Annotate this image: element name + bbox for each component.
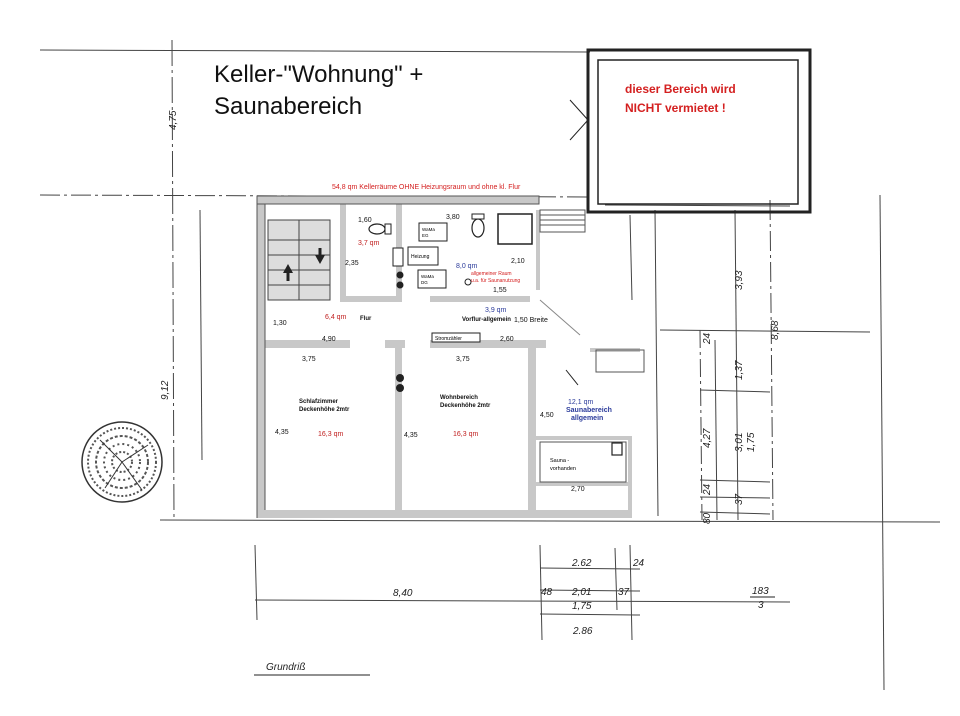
dim-label: 3,75 <box>456 356 470 363</box>
dim-label: 4,27 <box>702 428 713 448</box>
dim-label: 183 <box>752 586 769 597</box>
room-labels: 1,60 3,7 qm 2,35 3,80 WaMa EG Heizung Wa… <box>273 214 612 493</box>
utility-desc: allgemeiner Raum <box>471 271 512 277</box>
dim-label: 24 <box>702 483 713 496</box>
construction-lines <box>39 39 941 691</box>
electricity-meter-icon <box>431 332 481 343</box>
dim-label: 2,10 <box>511 258 525 265</box>
utility-area: 8,0 qm <box>456 263 478 270</box>
dim-label: 24 <box>702 332 713 345</box>
notice-line-2: NICHT vermietet ! <box>625 101 726 115</box>
washer-label: DG <box>421 280 428 285</box>
dim-label: 1,37 <box>734 360 745 380</box>
dim-label: 24 <box>632 558 645 569</box>
staircase <box>267 219 331 301</box>
summary-note: 54,8 qm Kellerräume OHNE Heizungsraum un… <box>332 184 521 191</box>
dim-label: 3 <box>758 600 764 611</box>
meter-label: Stromzähler <box>435 336 462 342</box>
bedroom-height: Deckenhöhe 2mtr <box>299 407 350 413</box>
dim-label: 2,60 <box>500 336 514 343</box>
utility-desc: u.a. für Saunanutzung <box>471 278 520 284</box>
dim-label: 1,75 <box>572 601 592 612</box>
washer-label: WaMa <box>421 274 434 279</box>
dim-label: 8,40 <box>393 588 413 599</box>
living-area: 16,3 qm <box>453 431 478 438</box>
sauna-heater-icon <box>611 442 623 456</box>
dim-label: 37 <box>734 493 745 505</box>
dim-label: 4,50 <box>540 412 554 419</box>
shower-icon <box>497 213 533 245</box>
wall-outlines <box>256 195 645 518</box>
stair-down-arrow-icon <box>315 255 325 264</box>
hall-label: Flur <box>360 316 372 322</box>
heating-unit-icon <box>407 246 439 266</box>
tree-icon <box>81 421 163 503</box>
plan-caption: Grundriß <box>266 662 305 673</box>
chimney-icon <box>396 374 404 382</box>
hall-area: 6,4 qm <box>325 314 347 321</box>
dim-label: 2.62 <box>571 558 592 569</box>
fixtures <box>368 213 623 456</box>
dim-label: 4,75 <box>168 110 179 130</box>
sauna-label: Sauna - <box>550 458 569 464</box>
dim-label: 8,68 <box>770 320 781 340</box>
vorflur-label: Vorflur-allgemein <box>462 317 511 323</box>
drain-icon <box>396 271 404 279</box>
washing-machine-eg-icon <box>418 222 448 242</box>
dim-label: 9,12 <box>160 380 171 400</box>
dim-label: 2,35 <box>345 260 359 267</box>
dim-label: 1,60 <box>358 217 372 224</box>
vorflur-width: 1,50 Breite <box>514 317 548 324</box>
dim-label: 3,75 <box>302 356 316 363</box>
bedroom-area: 16,3 qm <box>318 431 343 438</box>
sauna-label: vorhanden <box>550 466 576 472</box>
dim-label: 2.86 <box>572 626 593 637</box>
vorflur-area: 3,9 qm <box>485 307 507 314</box>
dim-label: 48 <box>541 587 553 598</box>
notice-line-1: dieser Bereich wird <box>625 82 736 96</box>
toilet-icon <box>471 218 485 238</box>
dim-label: 1,55 <box>493 287 507 294</box>
dim-label: 3,01 <box>734 433 745 452</box>
dim-label: 1,30 <box>273 320 287 327</box>
dim-label: 4,90 <box>322 336 336 343</box>
page-subtitle: Saunabereich <box>214 93 362 120</box>
excluded-area <box>569 48 812 214</box>
sauna-area: 12,1 qm <box>568 399 593 406</box>
dim-label: 4,35 <box>404 432 418 439</box>
stair-up-arrow-icon <box>283 264 293 273</box>
dim-label: 3,80 <box>446 214 460 221</box>
hand-dimensions: 4,75 9,12 3,93 8,68 24 1,37 4,27 3,01 1,… <box>160 110 781 676</box>
bedroom-label: Schlafzimmer <box>299 399 339 405</box>
washer-label: EG <box>422 233 429 238</box>
dim-label: 37 <box>618 587 630 598</box>
dim-label: 2,01 <box>571 587 591 598</box>
living-label: Wohnbereich <box>440 395 478 401</box>
living-height: Deckenhöhe 2mtr <box>440 403 491 409</box>
dim-label: 3,93 <box>734 270 745 290</box>
heating-label: Heizung <box>411 254 430 260</box>
toilet-icon <box>368 223 386 235</box>
page-title: Keller-"Wohnung" + <box>214 61 423 88</box>
sauna-area-label: allgemein <box>571 415 603 422</box>
washing-machine-dg-icon <box>417 269 447 289</box>
washer-label: WaMa <box>422 227 435 232</box>
dim-label: 80 <box>702 512 713 524</box>
wc-area: 3,7 qm <box>358 240 380 247</box>
sauna-area-label: Saunabereich <box>566 407 612 414</box>
dim-label: 4,35 <box>275 429 289 436</box>
dim-label: 1,75 <box>746 432 757 452</box>
dim-label: 2,70 <box>571 486 585 493</box>
